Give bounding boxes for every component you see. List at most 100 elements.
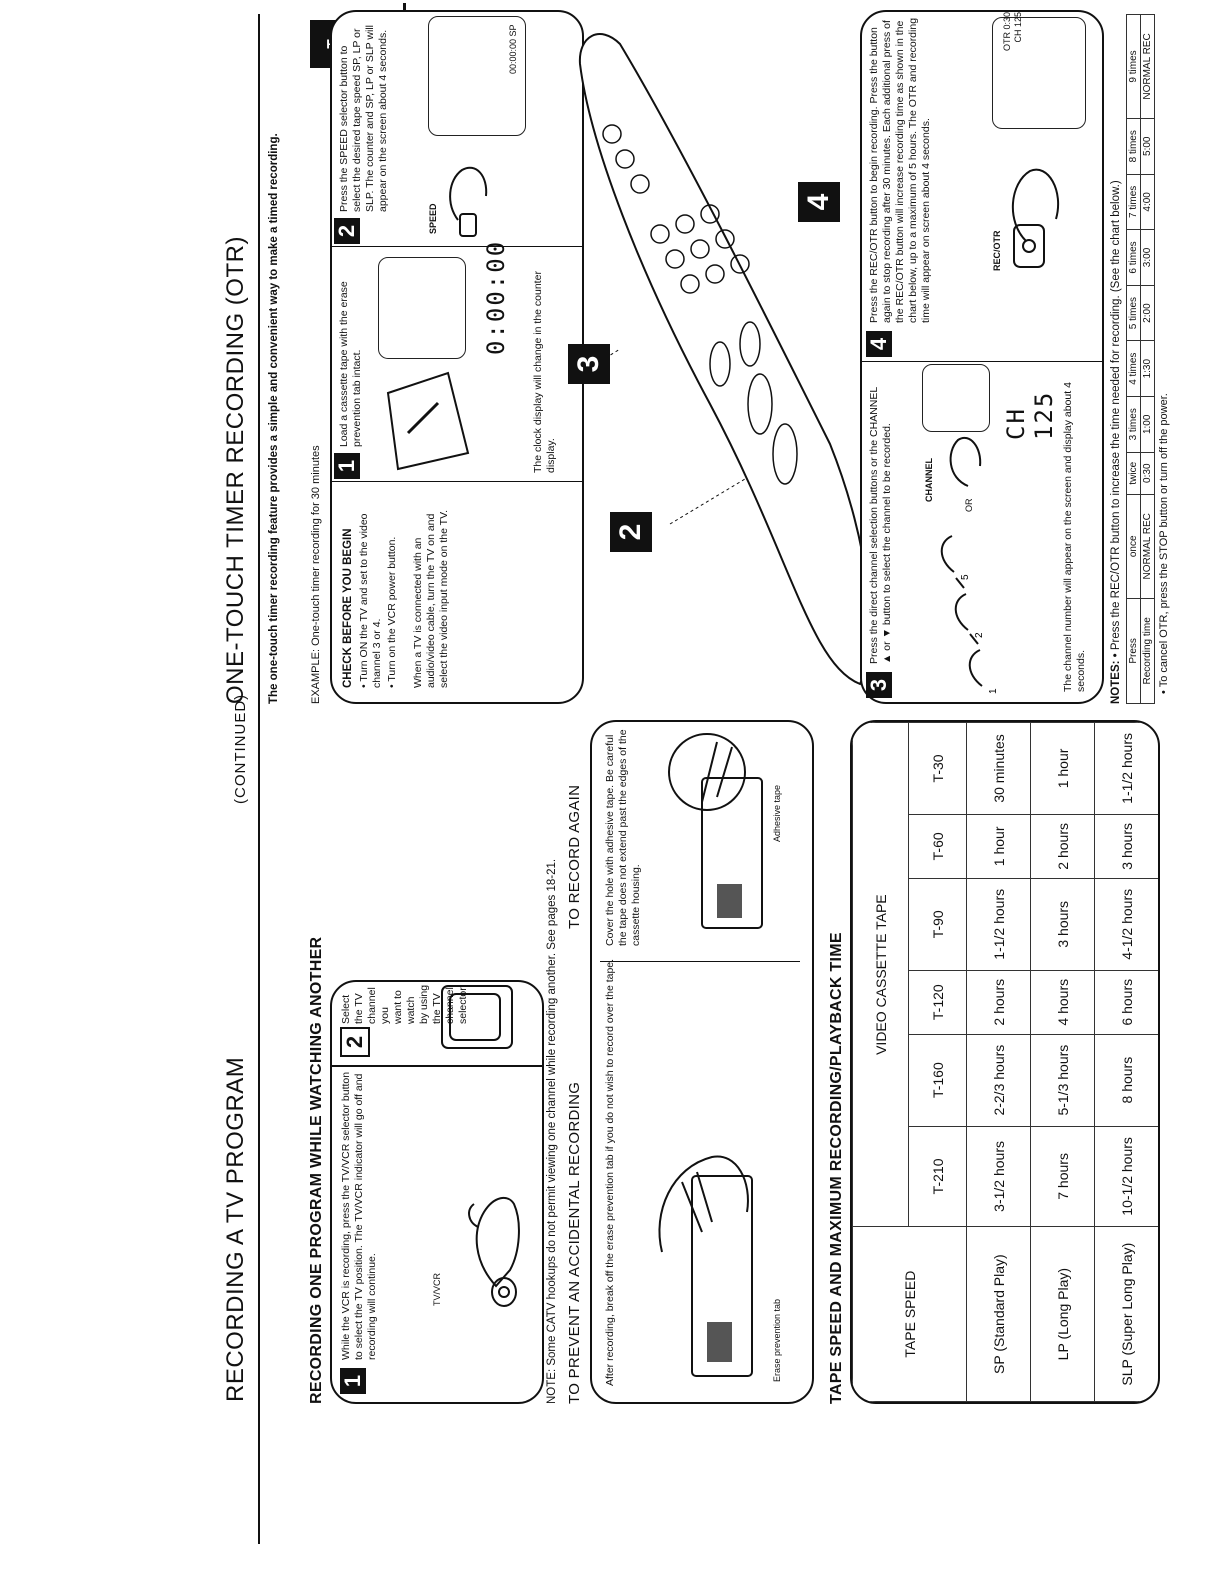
otr-step-1-text: Load a cassette tape with the erase prev…	[338, 281, 363, 447]
otr-step-3-badge: 3	[866, 672, 892, 698]
speed-button-label: SPEED	[428, 203, 438, 234]
section-heading-prevent: TO PREVENT AN ACCIDENTAL RECORDING	[566, 1081, 583, 1404]
tape-speed-cell: SLP (Super Long Play)	[1094, 1226, 1159, 1402]
recording-time-cell: 2 hours	[1030, 814, 1095, 879]
svg-text:2: 2	[974, 632, 985, 638]
otr-time-cell: 0:30	[1140, 452, 1155, 495]
otr-time-cell: 1:00	[1140, 396, 1155, 453]
otr-step-4-badge: 4	[866, 331, 892, 357]
otr-time-cell: NORMAL REC	[1140, 14, 1155, 119]
otr-step-3-text: Press the direct channel selection butto…	[868, 387, 893, 664]
recording-time-cell: 6 hours	[1094, 970, 1159, 1035]
speed-osd: 00:00:00 SP	[508, 24, 518, 74]
otr-time-cell: 4:00	[1140, 174, 1155, 230]
step-1-text: While the VCR is recording, press the TV…	[340, 1071, 378, 1360]
press-count-cell: twice	[1126, 452, 1141, 495]
recording-time-cell: 1-1/2 hours	[1094, 722, 1159, 815]
cassette-insert-illustration	[386, 371, 470, 471]
tape-column-header: T-30	[908, 722, 967, 815]
otr-time-cell: 2:00	[1140, 285, 1155, 341]
callout-badge-3: 3	[568, 344, 610, 384]
press-count-cell: 6 times	[1126, 229, 1141, 286]
recording-time-cell: 4-1/2 hours	[1094, 878, 1159, 971]
adhesive-tape-illustration	[668, 733, 763, 929]
otr-step-4-text: Press the REC/OTR button to begin record…	[868, 17, 932, 323]
recording-time-cell: 4 hours	[1030, 970, 1095, 1035]
tape-speed-cell: LP (Long Play)	[1030, 1226, 1095, 1402]
tape-column-header: T-210	[908, 1126, 967, 1227]
section-heading-watch: RECORDING ONE PROGRAM WHILE WATCHING ANO…	[308, 936, 325, 1404]
otr-intro: The one-touch timer recording feature pr…	[268, 133, 280, 704]
otr-step-3-panel: 3 Press the direct channel selection but…	[862, 362, 1102, 702]
rec-otr-press-icon	[1012, 168, 1060, 268]
notes-label: NOTES:	[1110, 660, 1122, 704]
section-heading-record-again: TO RECORD AGAIN	[566, 784, 583, 929]
otr-step-1-badge: 1	[334, 453, 360, 479]
video-cassette-header: VIDEO CASSETTE TAPE	[852, 722, 909, 1227]
section-heading-tape-speed: TAPE SPEED AND MAXIMUM RECORDING/PLAYBAC…	[828, 932, 845, 1404]
tape-column-header: T-90	[908, 878, 967, 971]
recording-time-cell: 1 hour	[1030, 722, 1095, 815]
press-count-cell: 8 times	[1126, 118, 1141, 175]
recording-time-cell: 7 hours	[1030, 1126, 1095, 1227]
catv-note: NOTE: Some CATV hookups do not permit vi…	[546, 858, 558, 1404]
step-divider	[332, 1065, 542, 1067]
channel-digits-press-icon: 1 2 5	[940, 535, 999, 694]
press-count-cell: 4 times	[1126, 340, 1141, 397]
press-count-cell: 9 times	[1126, 14, 1141, 119]
adhesive-tape-label: Adhesive tape	[772, 784, 782, 842]
check-note: When a TV is connected with an audio/vid…	[412, 509, 450, 688]
prevent-divider	[600, 961, 800, 962]
remote-control-illustration	[578, 33, 870, 686]
otr-steps-top-box: CHECK BEFORE YOU BEGIN • Turn ON the TV …	[330, 10, 584, 704]
recording-time-cell: 30 minutes	[966, 722, 1031, 815]
counter-display: 0:00:00	[482, 239, 510, 355]
channel-tv-screen	[922, 364, 990, 432]
check-heading: CHECK BEFORE YOU BEGIN	[342, 528, 354, 688]
tape-speed-header: TAPE SPEED	[852, 1226, 967, 1402]
notes-line-2: • To cancel OTR, press the STOP button o…	[1158, 393, 1170, 694]
otr-step-1-panel: 1 Load a cassette tape with the erase pr…	[332, 240, 582, 481]
speed-press-icon	[449, 166, 488, 237]
recording-time-cell: 3-1/2 hours	[966, 1126, 1031, 1227]
recording-time-cell: 1 hour	[966, 814, 1031, 879]
channel-button-label: CHANNEL	[924, 458, 934, 502]
recording-time-cell: 5-1/3 hours	[1030, 1034, 1095, 1127]
otr-time-cell: NORMAL REC	[1140, 494, 1155, 599]
notes-line-1: NOTES: • Press the REC/OTR button to inc…	[1110, 180, 1122, 704]
channel-display: CH 125	[1002, 390, 1058, 440]
otr-step-3-caption: The channel number will appear on the sc…	[1062, 382, 1087, 692]
otr-step-2-text: Press the SPEED selector button to selec…	[338, 25, 389, 212]
recording-time-cell: 3 hours	[1094, 814, 1159, 879]
press-label-cell: Press	[1126, 598, 1141, 704]
erase-tab-label: Erase prevention tab	[772, 1298, 782, 1382]
svg-text:1: 1	[988, 688, 999, 694]
press-count-cell: 3 times	[1126, 396, 1141, 453]
watch-box: 1 While the VCR is recording, press the …	[330, 980, 544, 1404]
svg-text:5: 5	[960, 574, 971, 580]
tape-column-header: T-160	[908, 1034, 967, 1127]
otr-step-1-caption: The clock display will change in the cou…	[532, 271, 557, 473]
otr-time-cell: 1:30	[1140, 340, 1155, 397]
notes-text-1: • Press the REC/OTR button to increase t…	[1110, 180, 1122, 658]
hand-press-icon	[468, 1196, 520, 1307]
otr-step-2-panel: 2 Press the SPEED selector button to sel…	[332, 12, 582, 246]
step-2-badge: 2	[340, 1027, 370, 1057]
callout-badge-4: 4	[798, 182, 840, 222]
cassette-tab-break-illustration	[658, 1155, 753, 1377]
rec-otr-button-label: REC/OTR	[992, 230, 1002, 272]
channel-updown-press-icon	[949, 437, 982, 487]
recording-time-label-cell: Recording time	[1140, 598, 1155, 704]
press-count-cell: 5 times	[1126, 285, 1141, 341]
record-again-text: Cover the hole with adhesive tape. Be ca…	[604, 729, 642, 946]
otr-osd: OTR 0:30 CH 125	[1002, 12, 1023, 52]
otr-steps-bottom-box: 3 Press the direct channel selection but…	[860, 10, 1104, 704]
press-count-cell: once	[1126, 494, 1141, 599]
continued-label: (CONTINUED)	[232, 693, 249, 804]
otr-step-4-panel: 4 Press the REC/OTR button to begin reco…	[862, 12, 1102, 361]
